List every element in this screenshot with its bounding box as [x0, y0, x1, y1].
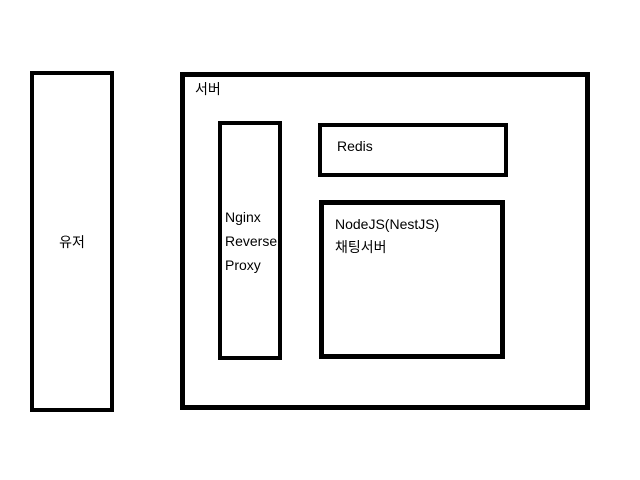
user-node: 유저	[30, 71, 114, 412]
nodejs-node-label-line: 채팅서버	[335, 239, 387, 255]
nginx-node-label-line: Reverse	[225, 232, 278, 249]
nodejs-chat-server-node: NodeJS(NestJS) 채팅서버	[319, 200, 505, 359]
nginx-node-label-line: Nginx	[225, 208, 261, 225]
redis-node: Redis	[318, 123, 508, 177]
nodejs-node-label-line: NodeJS(NestJS)	[335, 216, 440, 232]
redis-node-label: Redis	[337, 138, 373, 154]
user-node-label: 유저	[59, 233, 85, 250]
server-node-label: 서버	[195, 81, 221, 97]
nginx-reverse-proxy-node: Nginx Reverse Proxy	[218, 121, 282, 360]
nginx-node-label-line: Proxy	[225, 256, 261, 273]
